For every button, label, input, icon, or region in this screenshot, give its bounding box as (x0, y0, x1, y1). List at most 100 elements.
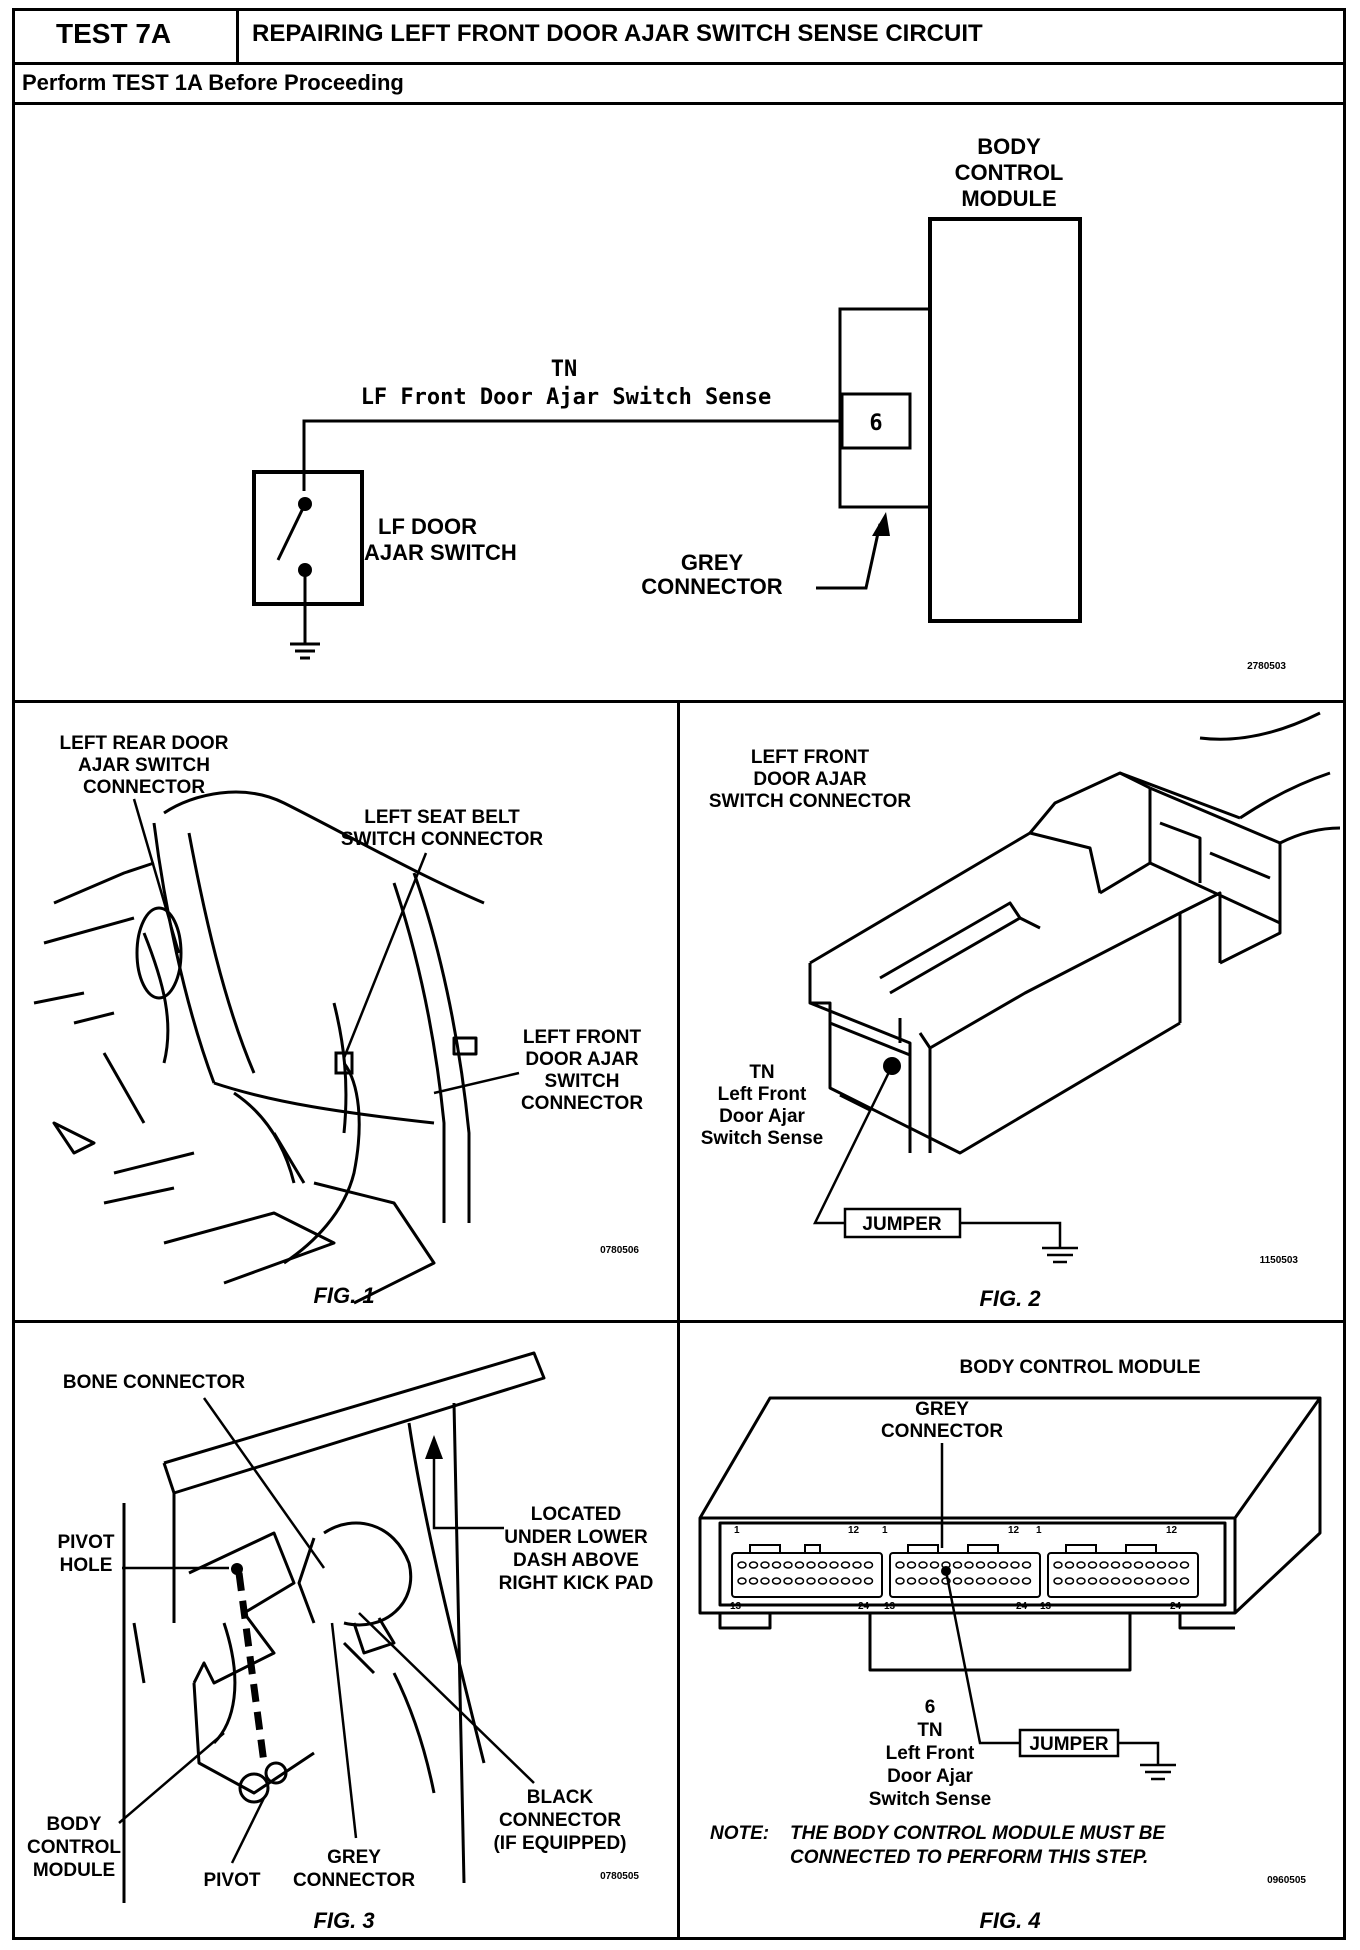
page-title: REPAIRING LEFT FRONT DOOR AJAR SWITCH SE… (252, 20, 983, 47)
fig4-pin-bottom-4: 24 (1016, 1601, 1028, 1612)
subtitle-divider (12, 102, 1346, 105)
fig4-pin-rows (737, 1561, 1190, 1585)
fig4-pin (771, 1577, 782, 1585)
fig4-pin (906, 1577, 917, 1585)
fig4-pin (760, 1561, 770, 1569)
fig4-pin (1110, 1577, 1121, 1585)
fig4-pin (748, 1561, 759, 1569)
schematic-code: 2780503 (1247, 661, 1286, 672)
fig4-pin (840, 1561, 851, 1569)
fig4-pin (1156, 1561, 1167, 1569)
connector-label-line2: CONNECTOR (641, 574, 782, 599)
fig2-wire-label-1: TN (749, 1062, 774, 1083)
fig4-pin (771, 1561, 782, 1569)
fig4-pin (1168, 1577, 1178, 1585)
module-label-line1: BODY (977, 134, 1041, 159)
fig4-pin (794, 1577, 805, 1585)
fig2-code: 1150503 (1260, 1255, 1299, 1266)
fig3-dash-sketch (122, 1351, 546, 1903)
pin-number: 6 (869, 411, 882, 436)
fig3-dashed-pivot-line (235, 1572, 268, 1764)
fig4-pin (806, 1561, 816, 1569)
fig1-leaders (132, 798, 520, 1095)
fig4-pin (863, 1577, 874, 1585)
fig3-located-2: UNDER LOWER (504, 1527, 648, 1548)
fig4-pin (929, 1561, 940, 1569)
fig4-ground-symbol (1140, 1763, 1176, 1781)
switch-label-line1: LF DOOR (378, 514, 477, 539)
fig2-jumper-wire (812, 1065, 894, 1225)
fig4-pin (987, 1561, 997, 1569)
fig4-pin-top-2: 12 (848, 1525, 860, 1536)
connector-leader (816, 523, 882, 590)
switch-label-line2: AJAR SWITCH (364, 540, 517, 565)
fig4-pin (1145, 1561, 1155, 1569)
fig3-grey-2: CONNECTOR (293, 1870, 415, 1891)
fig4-pin (1087, 1561, 1098, 1569)
fig4-grey-label-2: CONNECTOR (881, 1421, 1003, 1442)
wire-name: LF Front Door Ajar Switch Sense (361, 385, 772, 410)
fig1-rear-label-2: AJAR SWITCH (78, 755, 210, 776)
fig4-pin (760, 1577, 770, 1585)
fig3-code: 0780505 (600, 1871, 639, 1882)
fig4-pin (1099, 1561, 1109, 1569)
fig4-pin (918, 1561, 928, 1569)
fig3-black-2: CONNECTOR (499, 1810, 621, 1831)
fig4-pin (929, 1577, 940, 1585)
fig3-bcm-2: CONTROL (27, 1837, 121, 1858)
fig4-pin (852, 1577, 862, 1585)
fig4-pin (1064, 1561, 1075, 1569)
fig2-wire-label-4: Switch Sense (701, 1128, 824, 1149)
fig4-pin (1122, 1577, 1132, 1585)
fig2-wire-label-3: Door Ajar (719, 1106, 805, 1127)
fig4-pin (1064, 1577, 1075, 1585)
fig4-pin (806, 1577, 816, 1585)
fig4-note-prefix: NOTE: (710, 1823, 769, 1844)
fig3-bone-label: BONE CONNECTOR (63, 1372, 246, 1393)
fig4-pin (906, 1561, 917, 1569)
fig4-grey-label-1: GREY (915, 1399, 969, 1420)
fig4-pin (1053, 1577, 1063, 1585)
fig1-seatbelt-label-2: SWITCH CONNECTOR (341, 829, 544, 850)
fig4-pin (1133, 1577, 1144, 1585)
fig4-pin (895, 1561, 905, 1569)
fig3-bcm-1: BODY (47, 1814, 102, 1835)
fig4-pin (952, 1561, 963, 1569)
body-control-module (928, 217, 1082, 623)
fig4-pin-bottom-2: 24 (858, 1601, 870, 1612)
fig4-wire-label-3: Left Front (886, 1743, 975, 1764)
fig4-pin (737, 1561, 747, 1569)
fig4-pin-bottom-1: 13 (730, 1601, 742, 1612)
fig4-pin (1099, 1577, 1109, 1585)
fig4-pin-bottom-5: 13 (1040, 1601, 1052, 1612)
fig2-connector-sketch (808, 711, 1341, 1155)
fig3-pivot-hole-1: PIVOT (57, 1532, 114, 1553)
fig4-pin (748, 1577, 759, 1585)
figures-vertical-divider (677, 700, 680, 1940)
fig4-pin (895, 1577, 905, 1585)
fig2-connector-label-1: LEFT FRONT (751, 747, 870, 768)
fig1-body-sketch (33, 790, 485, 1305)
fig3-located-3: DASH ABOVE (513, 1550, 639, 1571)
fig4-pin (852, 1561, 862, 1569)
fig4-module-sketch (698, 1396, 1322, 1672)
fig3-pivot-label: PIVOT (203, 1870, 260, 1891)
fig4-pin (840, 1577, 851, 1585)
fig4-pin-top-1: 1 (734, 1525, 740, 1536)
fig1-front-label-4: CONNECTOR (521, 1093, 643, 1114)
fig4-pin (863, 1561, 874, 1569)
fig4-pin (783, 1577, 793, 1585)
fig4-pin-top-5: 1 (1036, 1525, 1042, 1536)
fig4-wire-label-4: Door Ajar (887, 1766, 973, 1787)
fig4-pin-bottom-3: 13 (884, 1601, 896, 1612)
fig1-front-label-2: DOOR AJAR (525, 1049, 639, 1070)
fig4-pin (1110, 1561, 1121, 1569)
fig4-pin (1179, 1561, 1190, 1569)
module-label-line3: MODULE (961, 186, 1056, 211)
fig1-panel: LEFT REAR DOOR AJAR SWITCH CONNECTOR LEF… (33, 733, 643, 1308)
test-id: TEST 7A (56, 18, 172, 49)
fig4-pin-top-4: 12 (1008, 1525, 1020, 1536)
fig3-grey-1: GREY (327, 1847, 381, 1868)
fig4-jumper-label: JUMPER (1029, 1734, 1108, 1755)
fig2-wire-label-2: Left Front (718, 1084, 807, 1105)
